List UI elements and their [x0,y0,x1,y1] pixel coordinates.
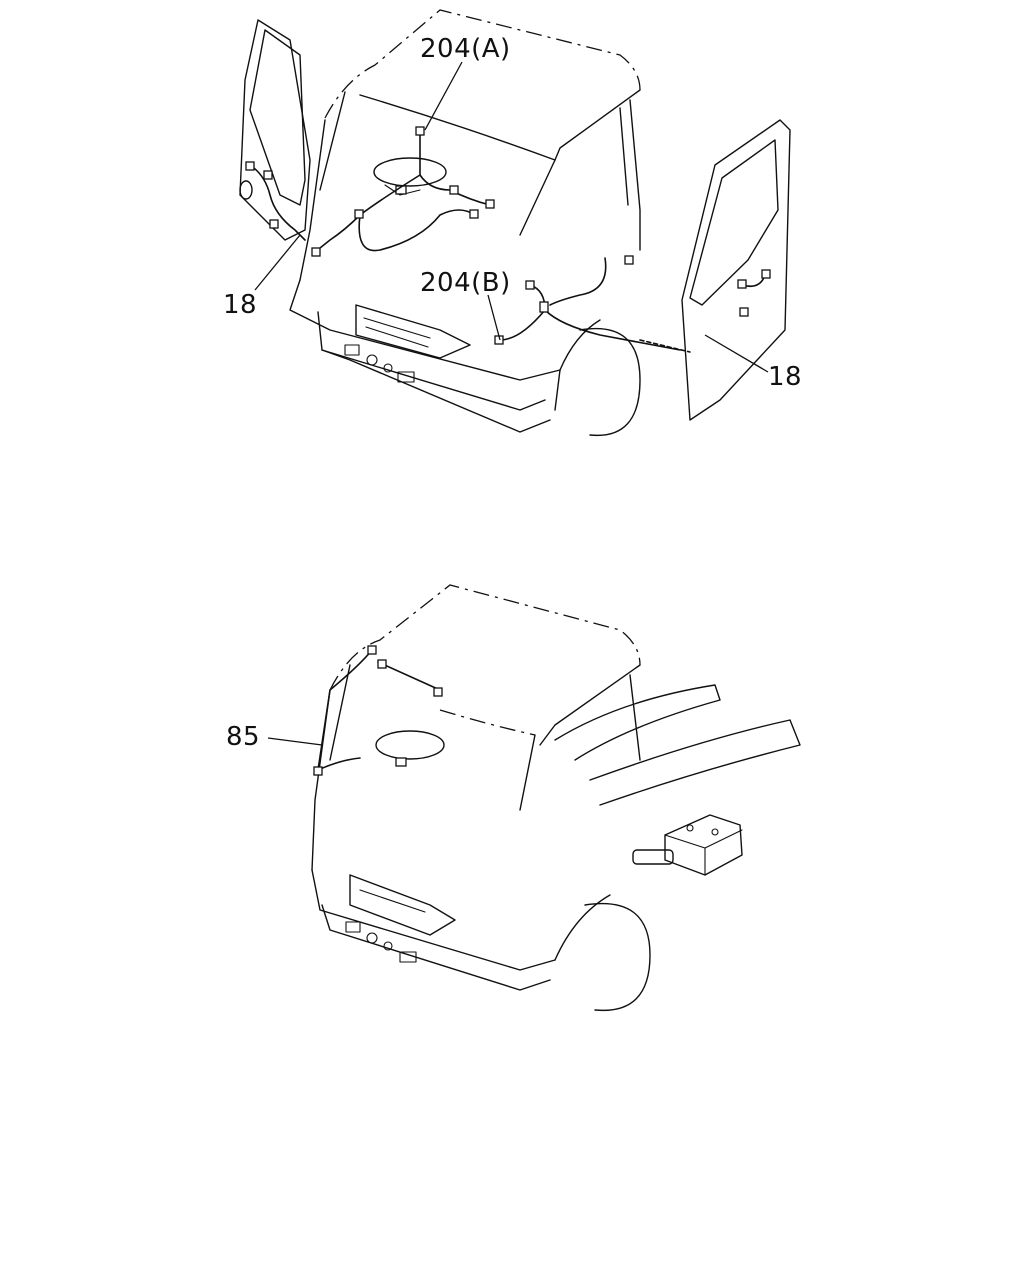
bottom-truck-cab-illustration [267,584,801,1012]
callout-204a: 204(A) [420,34,511,64]
leader-18-right [704,334,769,373]
callout-18-left: 18 [223,290,258,320]
leader-85 [267,737,323,746]
leader-204b [487,294,501,341]
leader-18-left [254,234,301,291]
callout-85: 85 [226,722,261,752]
leader-204a [424,61,463,131]
top-truck-cab-illustration [239,9,791,437]
callout-204b: 204(B) [420,268,511,298]
callout-18-right: 18 [768,362,803,392]
